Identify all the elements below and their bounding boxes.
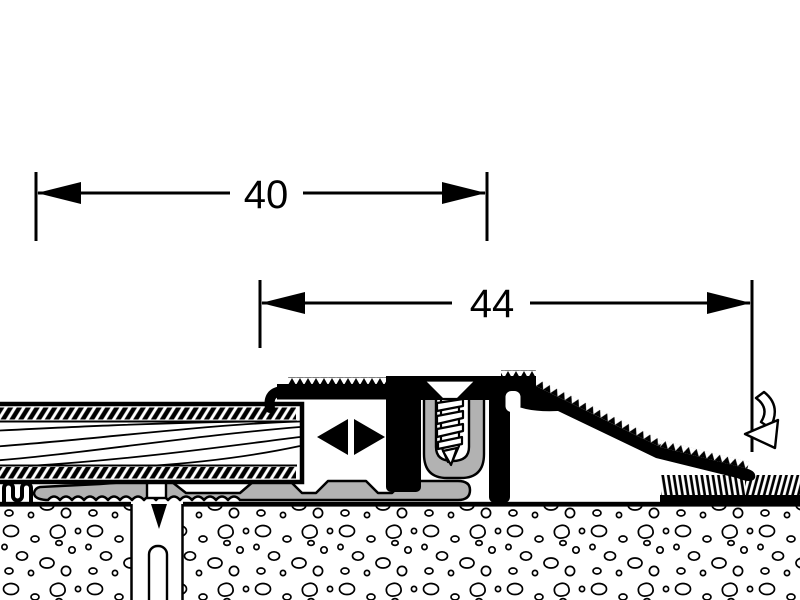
- pivot-arrowhead: [743, 418, 780, 450]
- dim-arrowhead: [261, 292, 305, 314]
- adjust-arrows-icon: [317, 419, 385, 455]
- dowel-slot: [147, 544, 169, 600]
- laminate-top-layer: [0, 407, 296, 420]
- ramp-serration-lower: [658, 439, 749, 469]
- right-arrow: [354, 419, 385, 455]
- carpet-pile: [745, 475, 800, 496]
- floor-line: [0, 501, 131, 507]
- dim-arrowhead: [37, 182, 81, 204]
- top-profile: [264, 370, 756, 503]
- hinge-groove: [505, 391, 521, 412]
- dimension-44-label: 44: [470, 282, 515, 326]
- dimension-40: 40: [34, 172, 489, 241]
- profile-leg: [489, 380, 510, 503]
- screw-thread: [435, 409, 465, 426]
- ramp-serration-upper: [534, 379, 663, 448]
- pivot-arrow-icon: [743, 390, 780, 450]
- carpet: [660, 475, 800, 504]
- fixing-square: [145, 480, 168, 500]
- dim-arrowhead: [442, 182, 486, 204]
- laminate-bottom-layer: [0, 467, 296, 479]
- dimension-40-label: 40: [244, 173, 289, 217]
- profile-post: [386, 384, 421, 492]
- screw-thread: [435, 397, 465, 413]
- floor-line: [183, 501, 800, 507]
- wood-flooring: [0, 401, 305, 485]
- pivot-arrow-band: [754, 390, 776, 430]
- anchor-spike: [151, 504, 167, 529]
- carpet-pile: [661, 475, 745, 496]
- screw-tip: [441, 446, 459, 467]
- screw-thread: [435, 422, 465, 439]
- underlay-foam-icon: [1, 481, 33, 505]
- profile-serration: [288, 377, 392, 385]
- profile-top-bar: [277, 384, 393, 400]
- left-arrow: [317, 419, 348, 455]
- concrete-texture: [0, 506, 800, 600]
- screed-floor: [0, 501, 800, 600]
- wood-grain: [0, 420, 301, 467]
- carpet-backing: [660, 495, 800, 504]
- dim-arrowhead: [707, 292, 751, 314]
- screw-thread: [436, 435, 464, 451]
- dimension-44: 44: [258, 280, 754, 452]
- profile-crest-serration: [501, 370, 536, 378]
- screw: [422, 379, 478, 467]
